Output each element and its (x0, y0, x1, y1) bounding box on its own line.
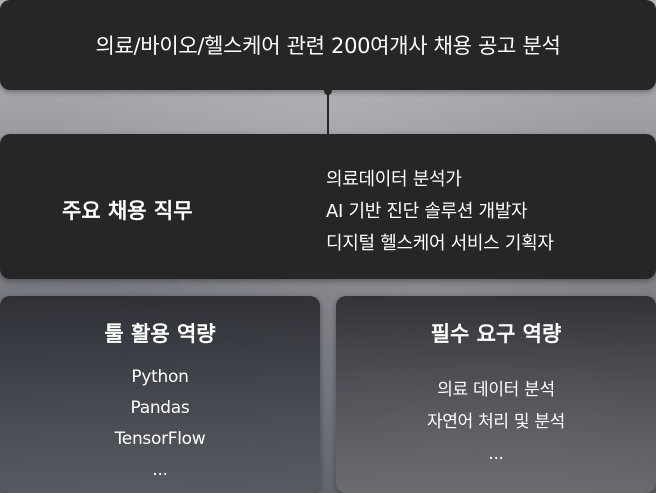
main-role-item: 디지털 헬스케어 서비스 기획자 (326, 233, 554, 254)
main-roles-heading: 주요 채용 직무 (62, 199, 193, 223)
main-role-item: 의료데이터 분석가 (326, 169, 462, 190)
required-skills-list: 의료 데이터 분석 자연어 처리 및 분석 ... (336, 374, 656, 470)
tool-item-ellipsis: ... (152, 460, 168, 480)
tool-item: Python (131, 367, 189, 387)
tools-heading: 툴 활용 역량 (104, 322, 216, 346)
skill-item: 의료 데이터 분석 (437, 380, 555, 400)
tool-item: TensorFlow (114, 429, 206, 449)
tools-box: 툴 활용 역량 Python Pandas TensorFlow ... (0, 296, 320, 493)
tools-list: Python Pandas TensorFlow ... (0, 362, 320, 486)
required-skills-heading: 필수 요구 역량 (430, 322, 562, 346)
skill-item-ellipsis: ... (488, 444, 504, 464)
connector-line (327, 90, 329, 134)
required-skills-box: 필수 요구 역량 의료 데이터 분석 자연어 처리 및 분석 ... (336, 296, 656, 493)
tool-item: Pandas (130, 398, 190, 418)
diagram-title: 의료/바이오/헬스케어 관련 200여개사 채용 공고 분석 (95, 34, 561, 58)
title-box: 의료/바이오/헬스케어 관련 200여개사 채용 공고 분석 (0, 0, 656, 90)
main-role-item: AI 기반 진단 솔루션 개발자 (326, 201, 528, 222)
main-roles-list: 의료데이터 분석가 AI 기반 진단 솔루션 개발자 디지털 헬스케어 서비스 … (326, 164, 554, 260)
main-roles-box (0, 134, 656, 279)
skill-item: 자연어 처리 및 분석 (426, 412, 566, 432)
